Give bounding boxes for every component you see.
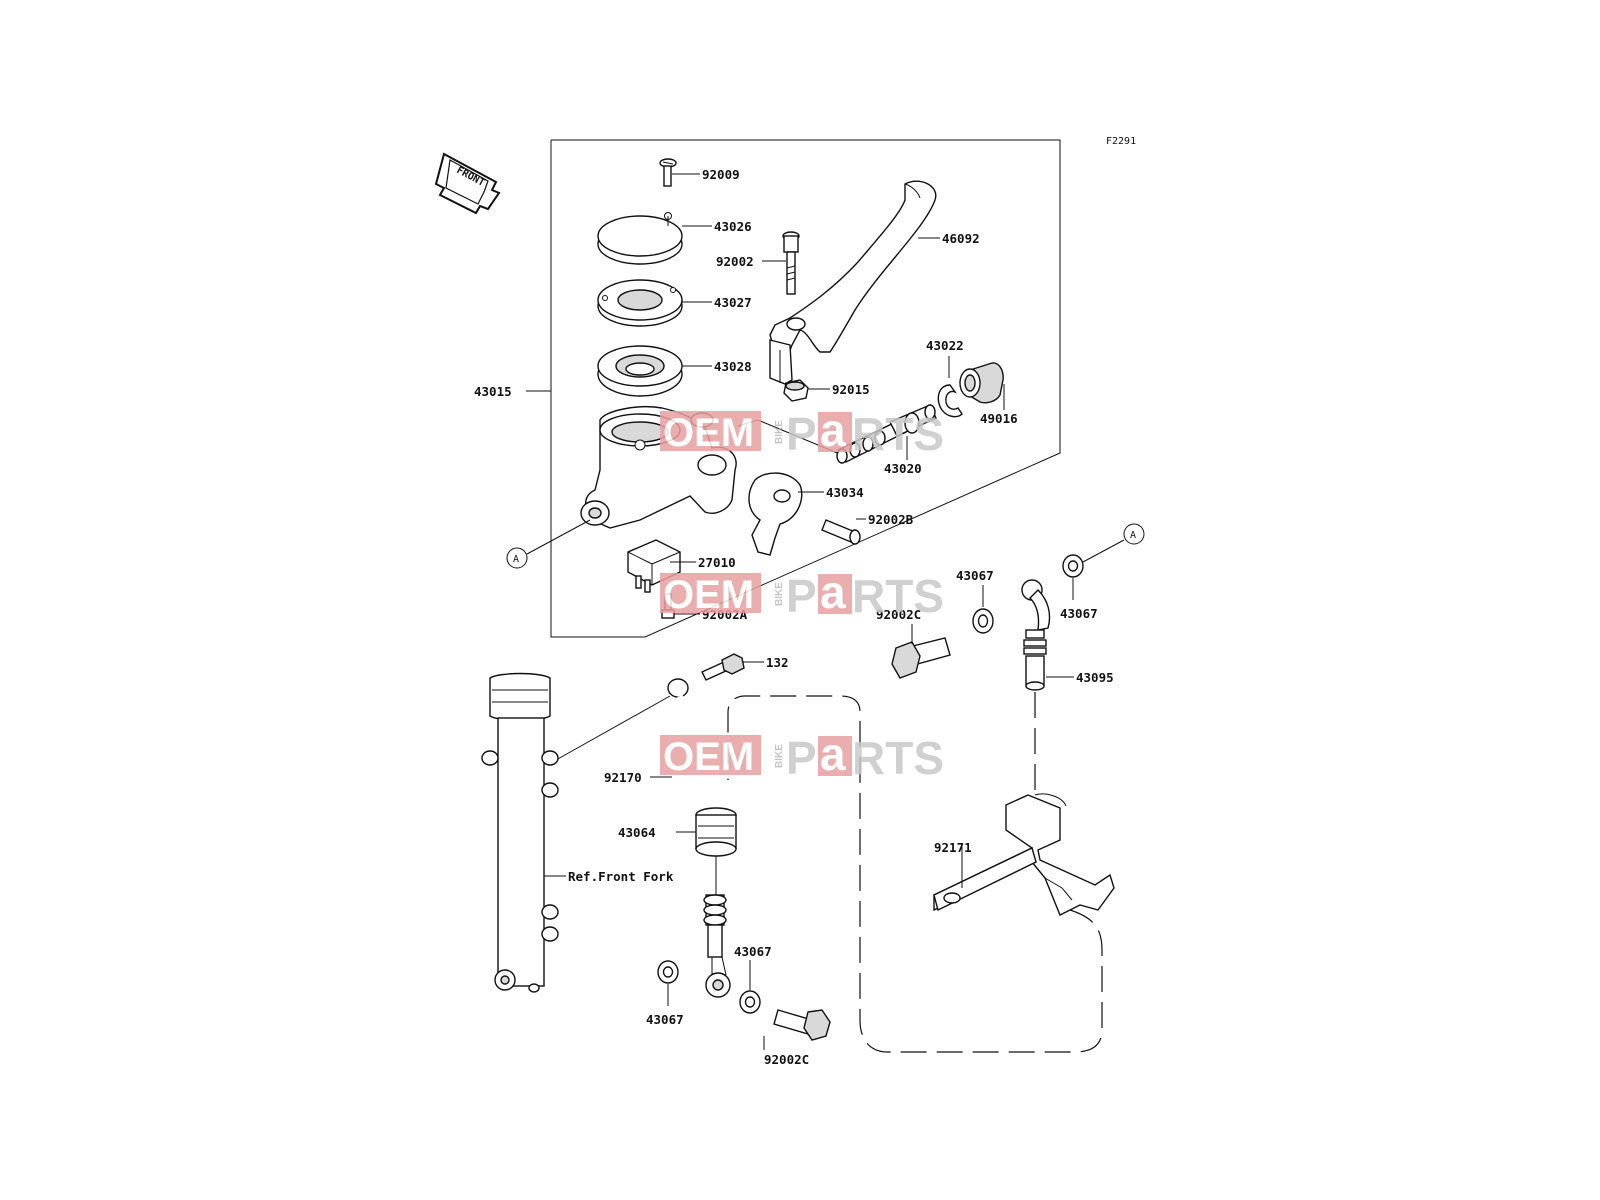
- hose-route: [727, 692, 1103, 1053]
- label-92002B: 92002B: [868, 512, 914, 527]
- snap-ring-icon: [937, 384, 963, 418]
- svg-text:A: A: [513, 554, 519, 565]
- connector-a-right: A: [1123, 523, 1145, 545]
- svg-text:BIKE: BIKE: [774, 744, 785, 768]
- label-92002: 92002: [716, 254, 754, 269]
- label-43027: 43027: [714, 295, 752, 310]
- svg-text:RTS: RTS: [852, 408, 944, 460]
- washer-center-icon: [972, 608, 994, 634]
- banjo-bolt-bottom-icon: [773, 1009, 831, 1041]
- screw-92009-icon: [659, 158, 677, 187]
- label-43020: 43020: [884, 461, 922, 476]
- label-43067-a: 43067: [956, 568, 994, 583]
- ref-front-fork-label: Ref.Front Fork: [568, 869, 674, 884]
- clamp-bolt-icon: [821, 519, 861, 545]
- label-43067-c: 43067: [734, 944, 772, 959]
- label-43022: 43022: [926, 338, 964, 353]
- label-43064: 43064: [618, 825, 656, 840]
- svg-text:OEM: OEM: [663, 411, 754, 455]
- front-fork-icon: [481, 672, 559, 993]
- svg-text:P: P: [786, 570, 817, 622]
- bolt-132-icon: [701, 653, 745, 681]
- label-49016: 49016: [980, 411, 1018, 426]
- brake-hose-upper-icon: [1021, 579, 1051, 691]
- svg-text:P: P: [786, 408, 817, 460]
- label-43015: 43015: [474, 384, 512, 399]
- label-92009: 92009: [702, 167, 740, 182]
- grommet-icon: [695, 807, 737, 857]
- svg-text:OEM: OEM: [663, 735, 754, 779]
- svg-text:OEM: OEM: [663, 573, 754, 617]
- label-43095: 43095: [1076, 670, 1114, 685]
- svg-text:RTS: RTS: [852, 570, 944, 622]
- label-46092: 46092: [942, 231, 980, 246]
- washer-bottom-left-icon: [657, 960, 679, 984]
- nut-icon: [783, 379, 809, 402]
- svg-text:BIKE: BIKE: [774, 420, 785, 444]
- watermark-2: OEM BIKE P a RTS: [660, 566, 944, 622]
- label-43026: 43026: [714, 219, 752, 234]
- dust-boot-icon: [959, 362, 1004, 404]
- diaphragm-icon: [597, 345, 683, 397]
- washer-bottom-center-icon: [739, 990, 761, 1014]
- reservoir-cap-icon: [597, 212, 683, 265]
- label-27010: 27010: [698, 555, 736, 570]
- label-43067-b: 43067: [1060, 606, 1098, 621]
- banjo-bolt-top-icon: [891, 637, 951, 679]
- pivot-bolt-icon: [782, 231, 800, 295]
- label-92015: 92015: [832, 382, 870, 397]
- handlebar-clamp-icon: [748, 472, 803, 556]
- label-132: 132: [766, 655, 789, 670]
- piston-assembly-icon: [836, 404, 937, 464]
- label-92170: 92170: [604, 770, 642, 785]
- watermark: OEM BIKE P a RTS OEM BIKE P a RTS OEM BI…: [660, 404, 944, 784]
- assembly-boundary: [550, 139, 1061, 638]
- svg-text:BIKE: BIKE: [774, 582, 785, 606]
- diaphragm-plate-icon: [597, 279, 683, 327]
- svg-text:RTS: RTS: [852, 732, 944, 784]
- label-43034: 43034: [826, 485, 864, 500]
- hose-bracket-icon: [933, 793, 1115, 916]
- svg-text:P: P: [786, 732, 817, 784]
- svg-text:a: a: [820, 728, 846, 780]
- watermark-1: OEM BIKE P a RTS: [660, 404, 944, 460]
- washer-right-icon: [1062, 554, 1084, 578]
- svg-text:a: a: [820, 566, 846, 618]
- front-arrow-icon: FRONT: [434, 152, 501, 215]
- svg-text:a: a: [820, 404, 846, 456]
- label-43028: 43028: [714, 359, 752, 374]
- label-43067-d: 43067: [646, 1012, 684, 1027]
- label-92171: 92171: [934, 840, 972, 855]
- label-92002C-bottom: 92002C: [764, 1052, 809, 1067]
- brake-hose-lower-icon: [703, 894, 731, 998]
- connector-a-left: A: [506, 547, 528, 569]
- svg-text:A: A: [1130, 530, 1136, 541]
- watermark-3: OEM BIKE P a RTS: [660, 728, 944, 784]
- brake-lever-icon: [769, 180, 937, 385]
- label-92002C-top: 92002C: [876, 607, 921, 622]
- diagram-code: F2291: [1106, 136, 1136, 147]
